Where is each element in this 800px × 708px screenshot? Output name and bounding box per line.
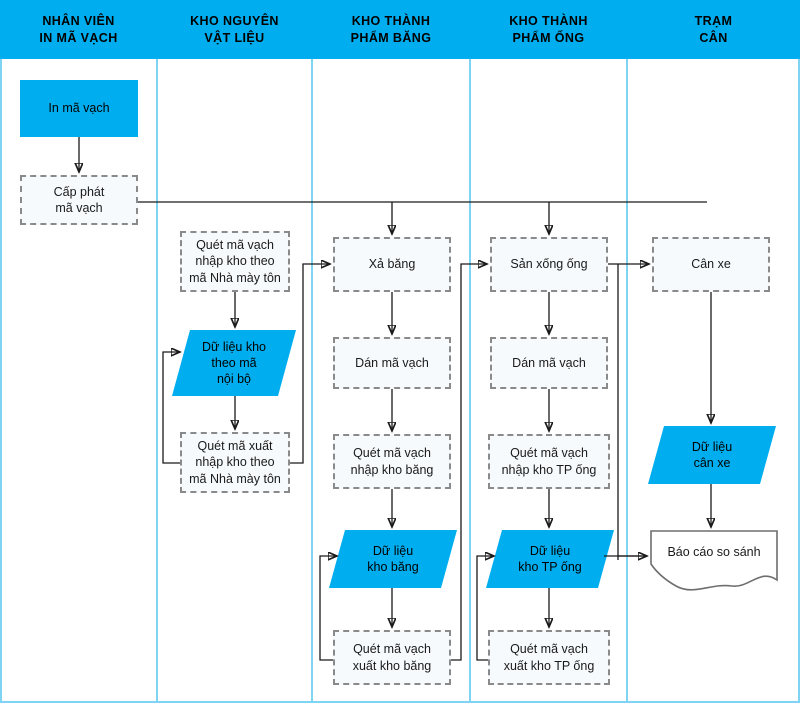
node-in-ma-vach[interactable]: In mã vạch [20,80,138,137]
node-du-lieu-kho-theo-ma-noi-bo[interactable]: Dữ liệu kho theo mã nội bộ [172,330,296,396]
lane-divider-3 [469,59,471,703]
lane-edge-left [0,59,2,703]
node-quet-ma-xuat-nhap-kho-theo-ma-nha-may-ton[interactable]: Quét mã xuất nhập kho theo mã Nhà mày tô… [180,432,290,493]
node-du-lieu-kho-bang[interactable]: Dữ liệu kho băng [329,530,457,588]
node-du-lieu-can-xe[interactable]: Dữ liệu cân xe [648,426,776,484]
lane-header-tram-can: TRẠM CÂN [694,14,733,45]
node-quet-ma-vach-xuat-kho-bang[interactable]: Quét mã vạch xuất kho băng [333,630,451,685]
lane-header-band [0,0,800,59]
node-dan-ma-vach-ong[interactable]: Dán mã vạch [490,337,608,389]
parallelogram-shape [648,426,776,484]
node-can-xe[interactable]: Cân xe [652,237,770,292]
node-bao-cao-so-sanh[interactable]: Báo cáo so sánh [650,530,778,592]
node-quet-ma-vach-nhap-kho-theo-ma-nha-may-ton[interactable]: Quét mã vạch nhập kho theo mã Nhà mày tô… [180,231,290,292]
node-label: Báo cáo so sánh [667,544,761,559]
node-san-xong-ong[interactable]: Sản xống ống [490,237,608,292]
lane-divider-2 [311,59,313,703]
parallelogram-shape [172,330,296,396]
lane-header-kho-thanh-pham-ong: KHO THÀNH PHẨM ỐNG [509,14,588,45]
document-shape [650,530,778,591]
node-label: Dữ liệu kho theo mã nội bộ [202,339,266,387]
node-label: Dữ liệu cân xe [691,439,733,470]
lane-edge-right [798,59,800,703]
lane-bottom-border [0,701,800,703]
lane-header-nhan-vien-in-ma-vach: NHÂN VIÊN IN MÃ VẠCH [39,14,118,45]
lane-header-kho-thanh-pham-bang: KHO THÀNH PHẨM BĂNG [350,14,432,45]
edge-quet-xuat-to-xa-bang [290,264,330,464]
node-quet-ma-vach-xuat-kho-tp-ong[interactable]: Quét mã vạch xuất kho TP ống [488,630,610,685]
node-cap-phat-ma-vach[interactable]: Cấp phát mã vạch [20,175,138,225]
node-xa-bang[interactable]: Xả băng [333,237,451,292]
lane-header-kho-nguyen-vat-lieu: KHO NGUYÊN VẬT LIỆU [190,14,279,45]
parallelogram-shape [329,530,457,588]
lane-divider-4 [626,59,628,703]
parallelogram-shape [486,530,614,588]
node-quet-ma-vach-nhap-kho-tp-ong[interactable]: Quét mã vạch nhập kho TP ống [488,434,610,489]
node-du-lieu-kho-tp-ong[interactable]: Dữ liệu kho TP ống [486,530,614,588]
node-label: Dữ liệu kho băng [367,543,419,574]
node-dan-ma-vach-bang[interactable]: Dán mã vạch [333,337,451,389]
lane-divider-1 [156,59,158,703]
node-label: Dữ liệu kho TP ống [518,543,582,574]
node-quet-ma-vach-nhap-kho-bang[interactable]: Quét mã vạch nhập kho băng [333,434,451,489]
